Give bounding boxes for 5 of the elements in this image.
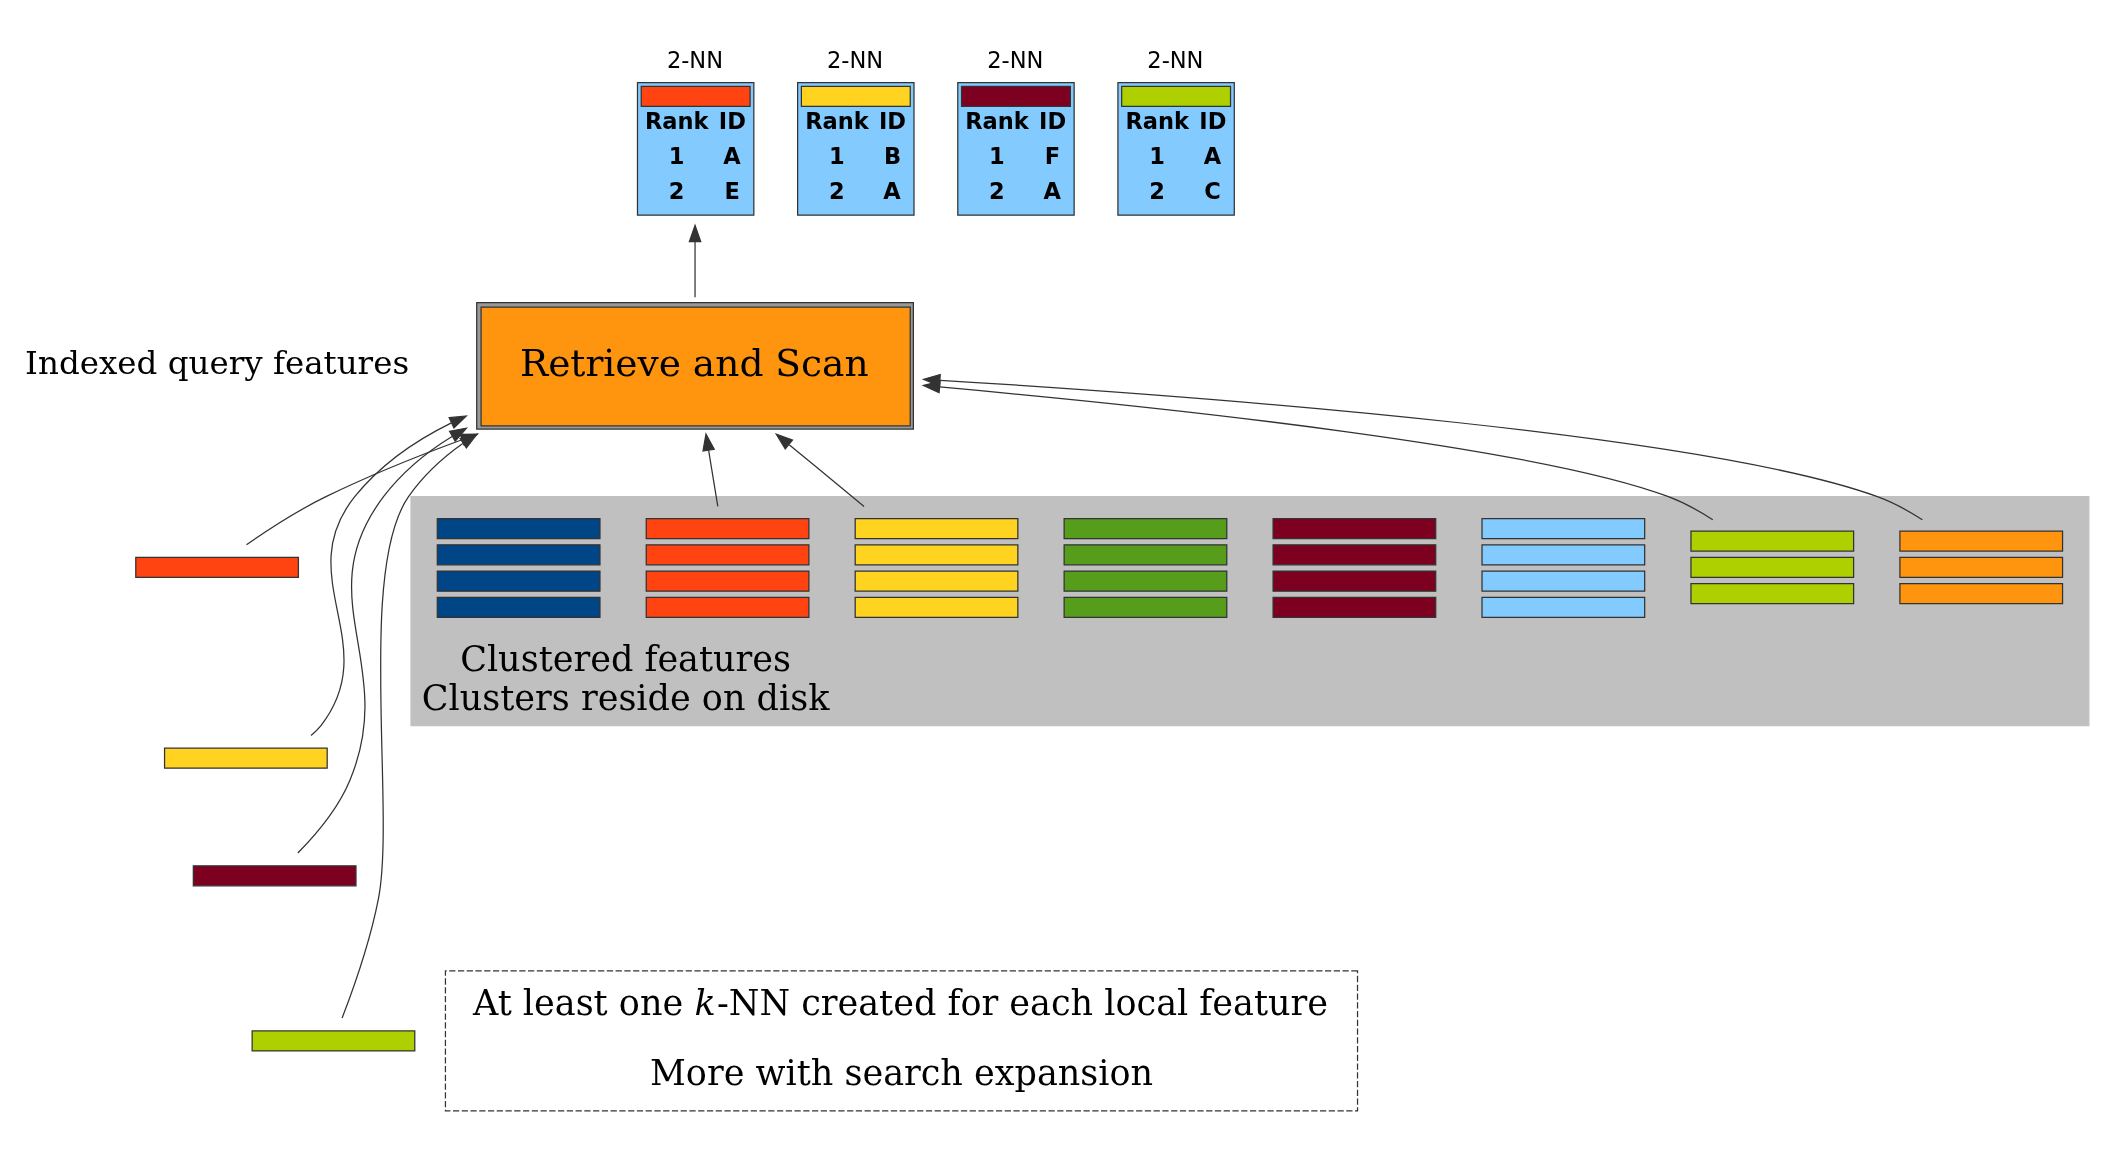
node-label: 2-NN	[987, 46, 1044, 73]
node-label: 2-NN	[1147, 46, 1204, 73]
label: Indexed query features	[25, 343, 410, 382]
node-label: 2-NN	[666, 46, 724, 73]
node-label: 2-NN	[827, 46, 884, 73]
